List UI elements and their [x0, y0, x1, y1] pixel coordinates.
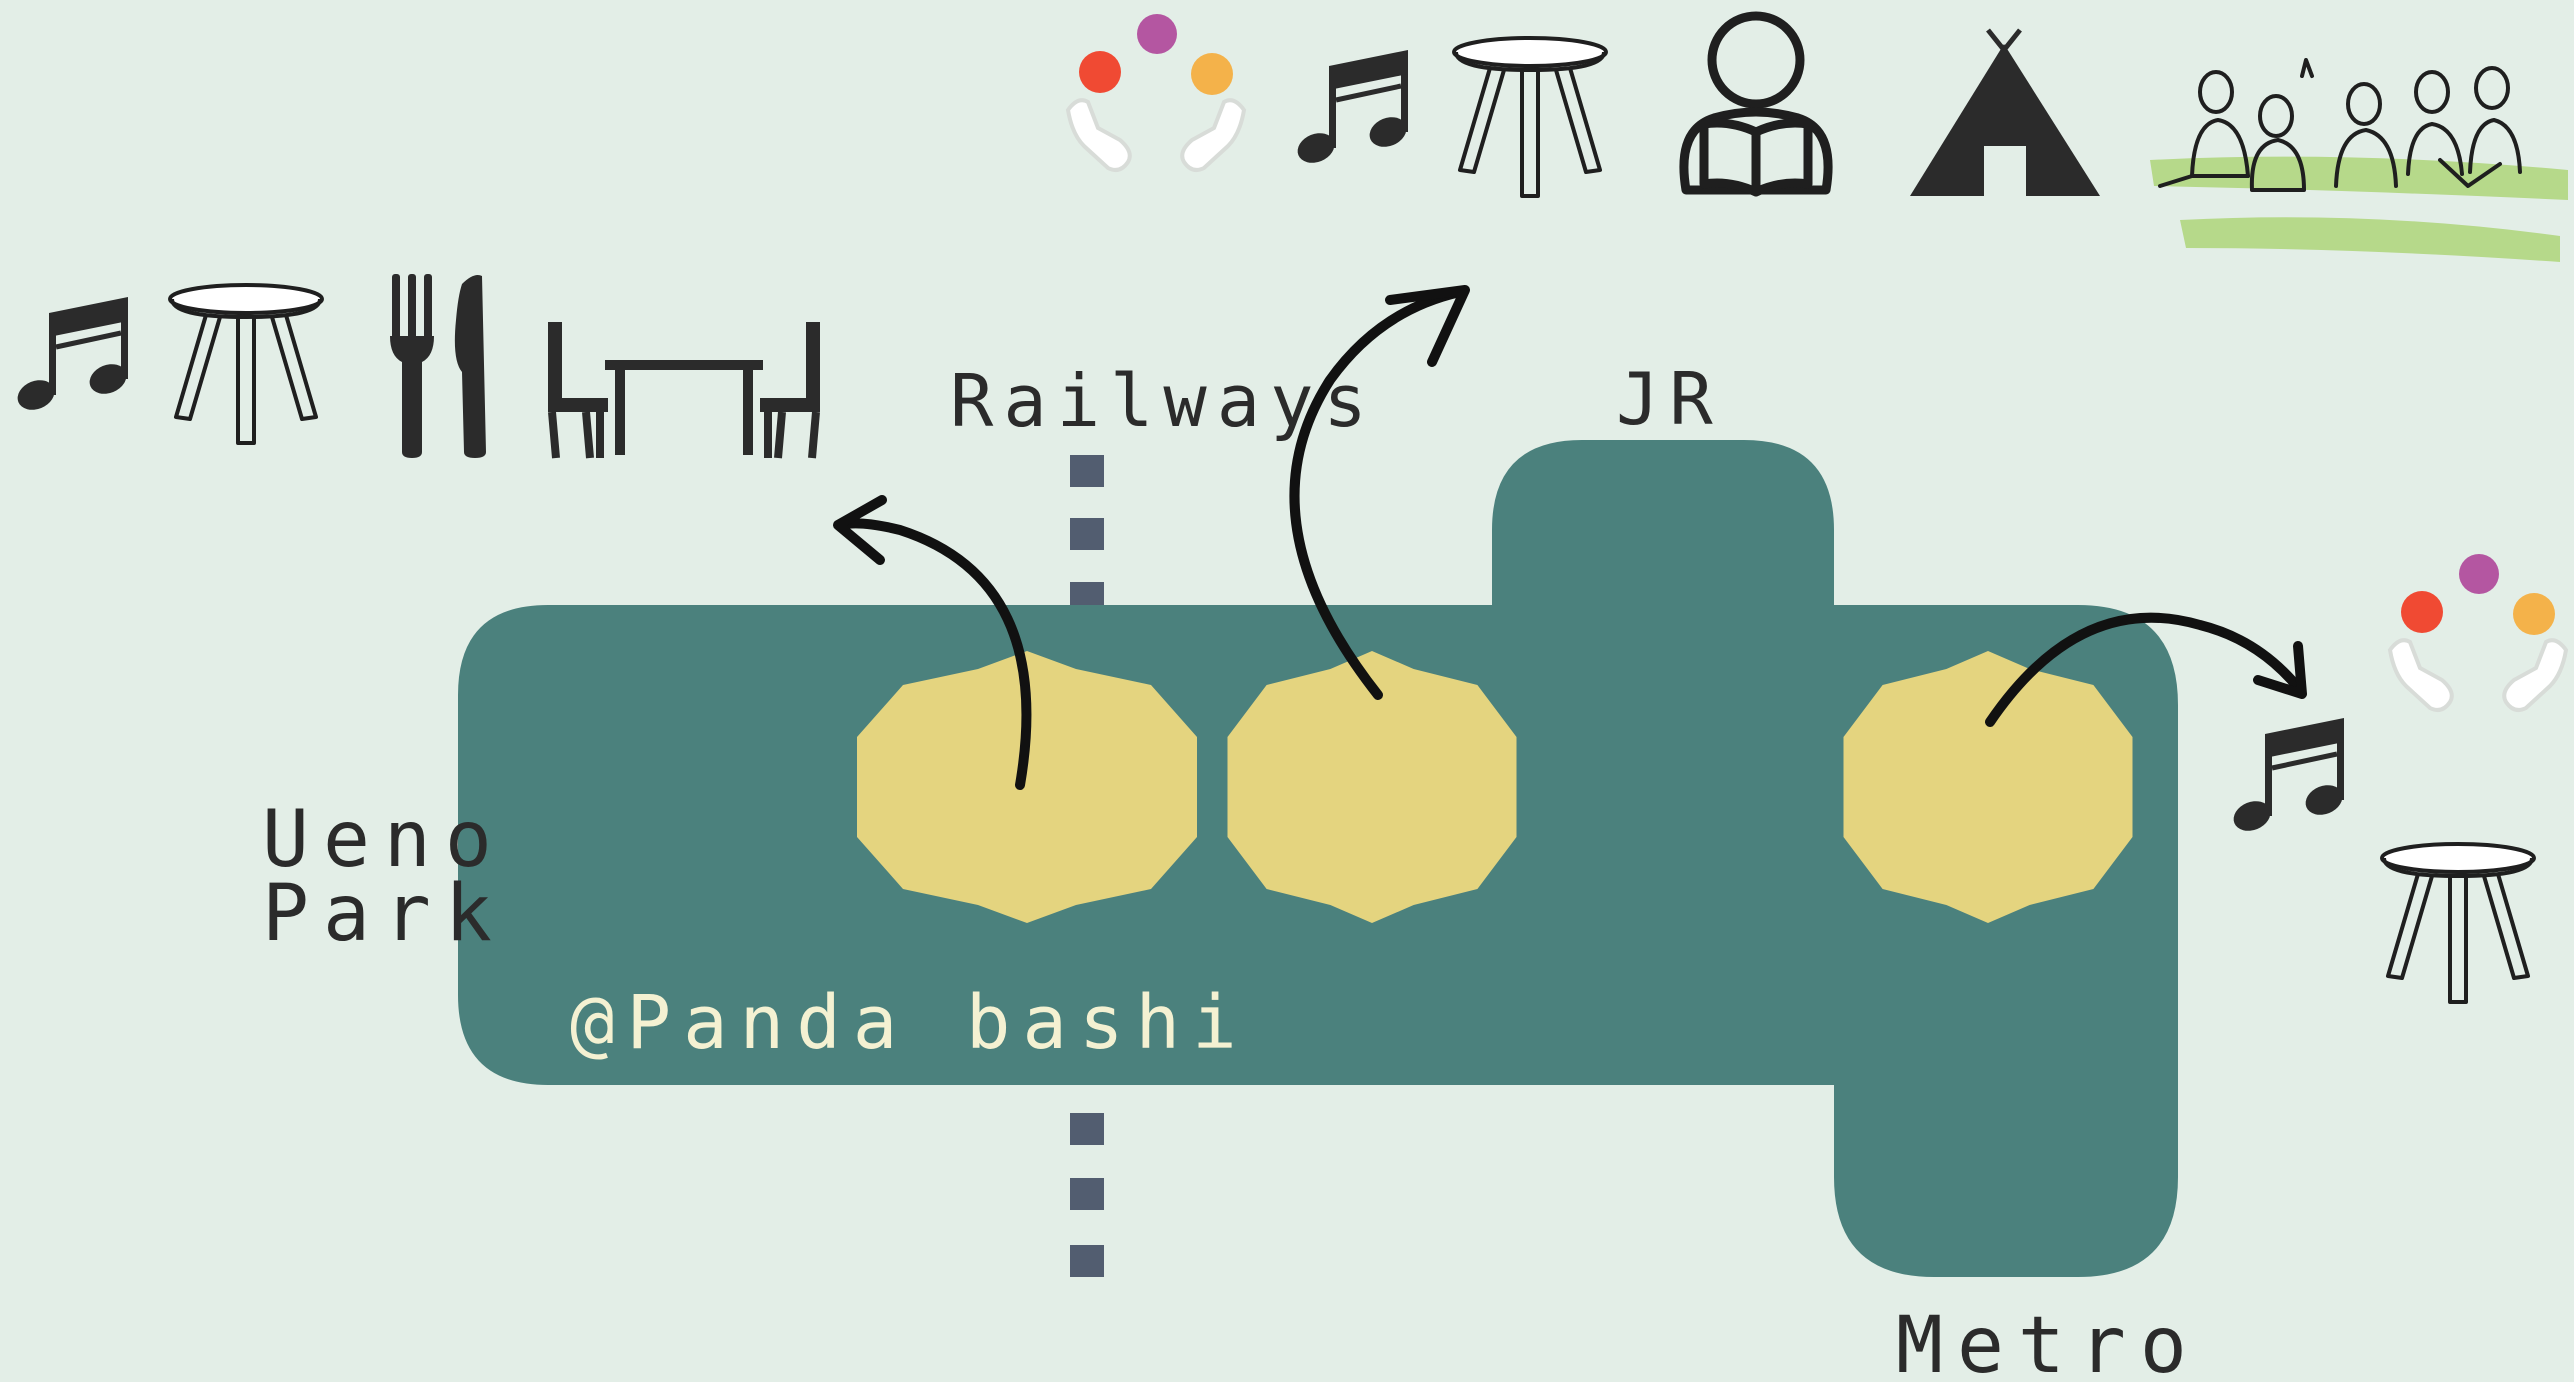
right-icon-group	[2229, 552, 2568, 1004]
stool-icon	[2380, 842, 2536, 1004]
juggling-hands-icon	[2388, 552, 2568, 712]
fork-knife-icon	[390, 274, 486, 458]
exit-arrow-left	[833, 495, 1032, 790]
person-reading-icon	[1679, 11, 1833, 197]
top-icon-group	[1066, 11, 2568, 262]
stool-icon	[1452, 36, 1608, 198]
railway-track	[1070, 455, 1104, 1277]
label-jr: JR	[1616, 357, 1723, 441]
label-park: Park	[262, 869, 506, 959]
exit-marker-east	[1843, 651, 2133, 923]
dining-table-icon	[548, 322, 820, 459]
tent-icon	[1910, 28, 2100, 196]
music-note-icon	[2229, 718, 2347, 836]
left-icon-group	[13, 274, 820, 459]
music-note-icon	[13, 297, 131, 415]
label-ueno: Ueno	[262, 795, 506, 885]
exit-arrow-top	[1289, 285, 1470, 700]
music-note-icon	[1293, 50, 1411, 168]
people-on-grass-icon	[2150, 58, 2568, 262]
juggling-hands-icon	[1066, 12, 1246, 172]
label-railways: Railways	[950, 359, 1377, 443]
label-panda-bashi: @Panda bashi	[570, 980, 1249, 1066]
stool-icon	[168, 283, 324, 445]
label-metro: Metro	[1896, 1301, 2201, 1382]
exit-arrow-right	[1985, 612, 2307, 727]
